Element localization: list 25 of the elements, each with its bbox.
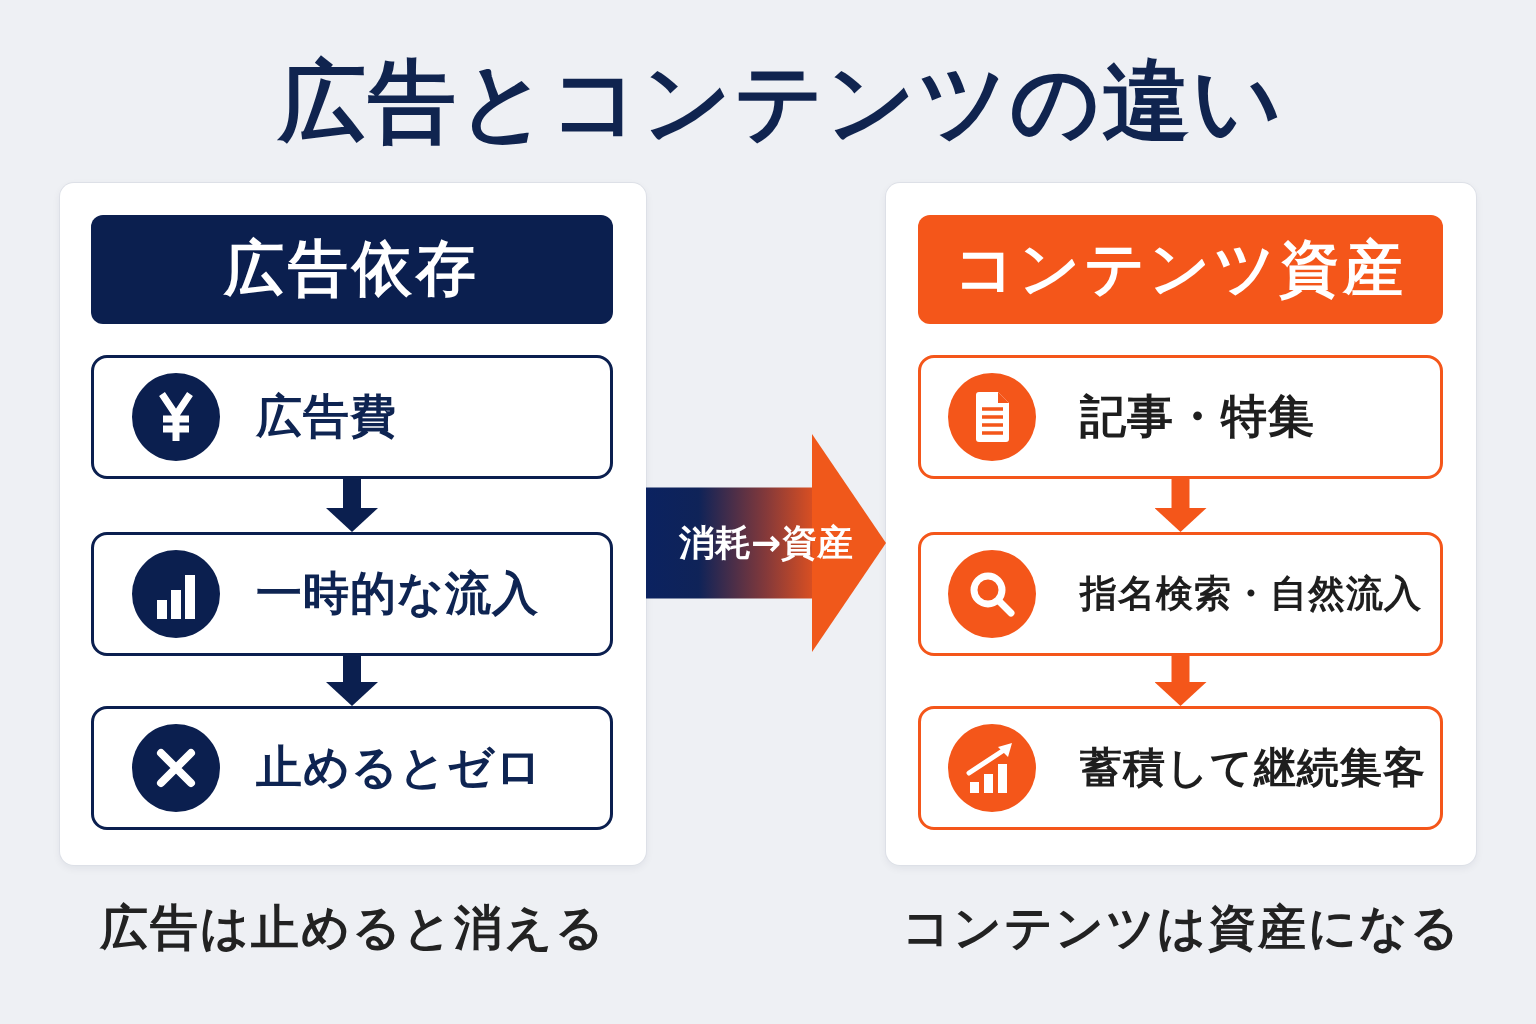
step-label: 止めるとゼロ <box>256 740 543 796</box>
step-label: 蓄積して継続集客 <box>1080 742 1426 794</box>
block-arrow <box>646 434 886 652</box>
arrow <box>1154 656 1207 706</box>
step-box <box>918 355 1443 479</box>
panel-card <box>60 183 646 865</box>
step-label: 指名検索・自然流入 <box>1080 571 1422 617</box>
step-box <box>91 532 613 656</box>
heading-band: コンテンツ資産 <box>918 215 1443 324</box>
step-label: 一時的な流入 <box>256 566 539 622</box>
step-box <box>918 532 1443 656</box>
edge-label: 消耗→資産 <box>678 521 854 565</box>
heading-band: 広告依存 <box>91 215 613 324</box>
arrow <box>1154 479 1207 532</box>
step-box <box>91 706 613 830</box>
panel-caption: 広告は止めると消える <box>100 899 606 957</box>
arrow <box>326 479 378 532</box>
step-box <box>918 706 1443 830</box>
arrow <box>326 656 378 706</box>
panel-card <box>886 183 1476 865</box>
panel-caption: コンテンツは資産になる <box>901 899 1461 957</box>
title: 広告とコンテンツの違い <box>278 49 1284 155</box>
step-box <box>91 355 613 479</box>
step-label: 広告費 <box>256 389 397 445</box>
step-label: 記事・特集 <box>1080 389 1315 445</box>
